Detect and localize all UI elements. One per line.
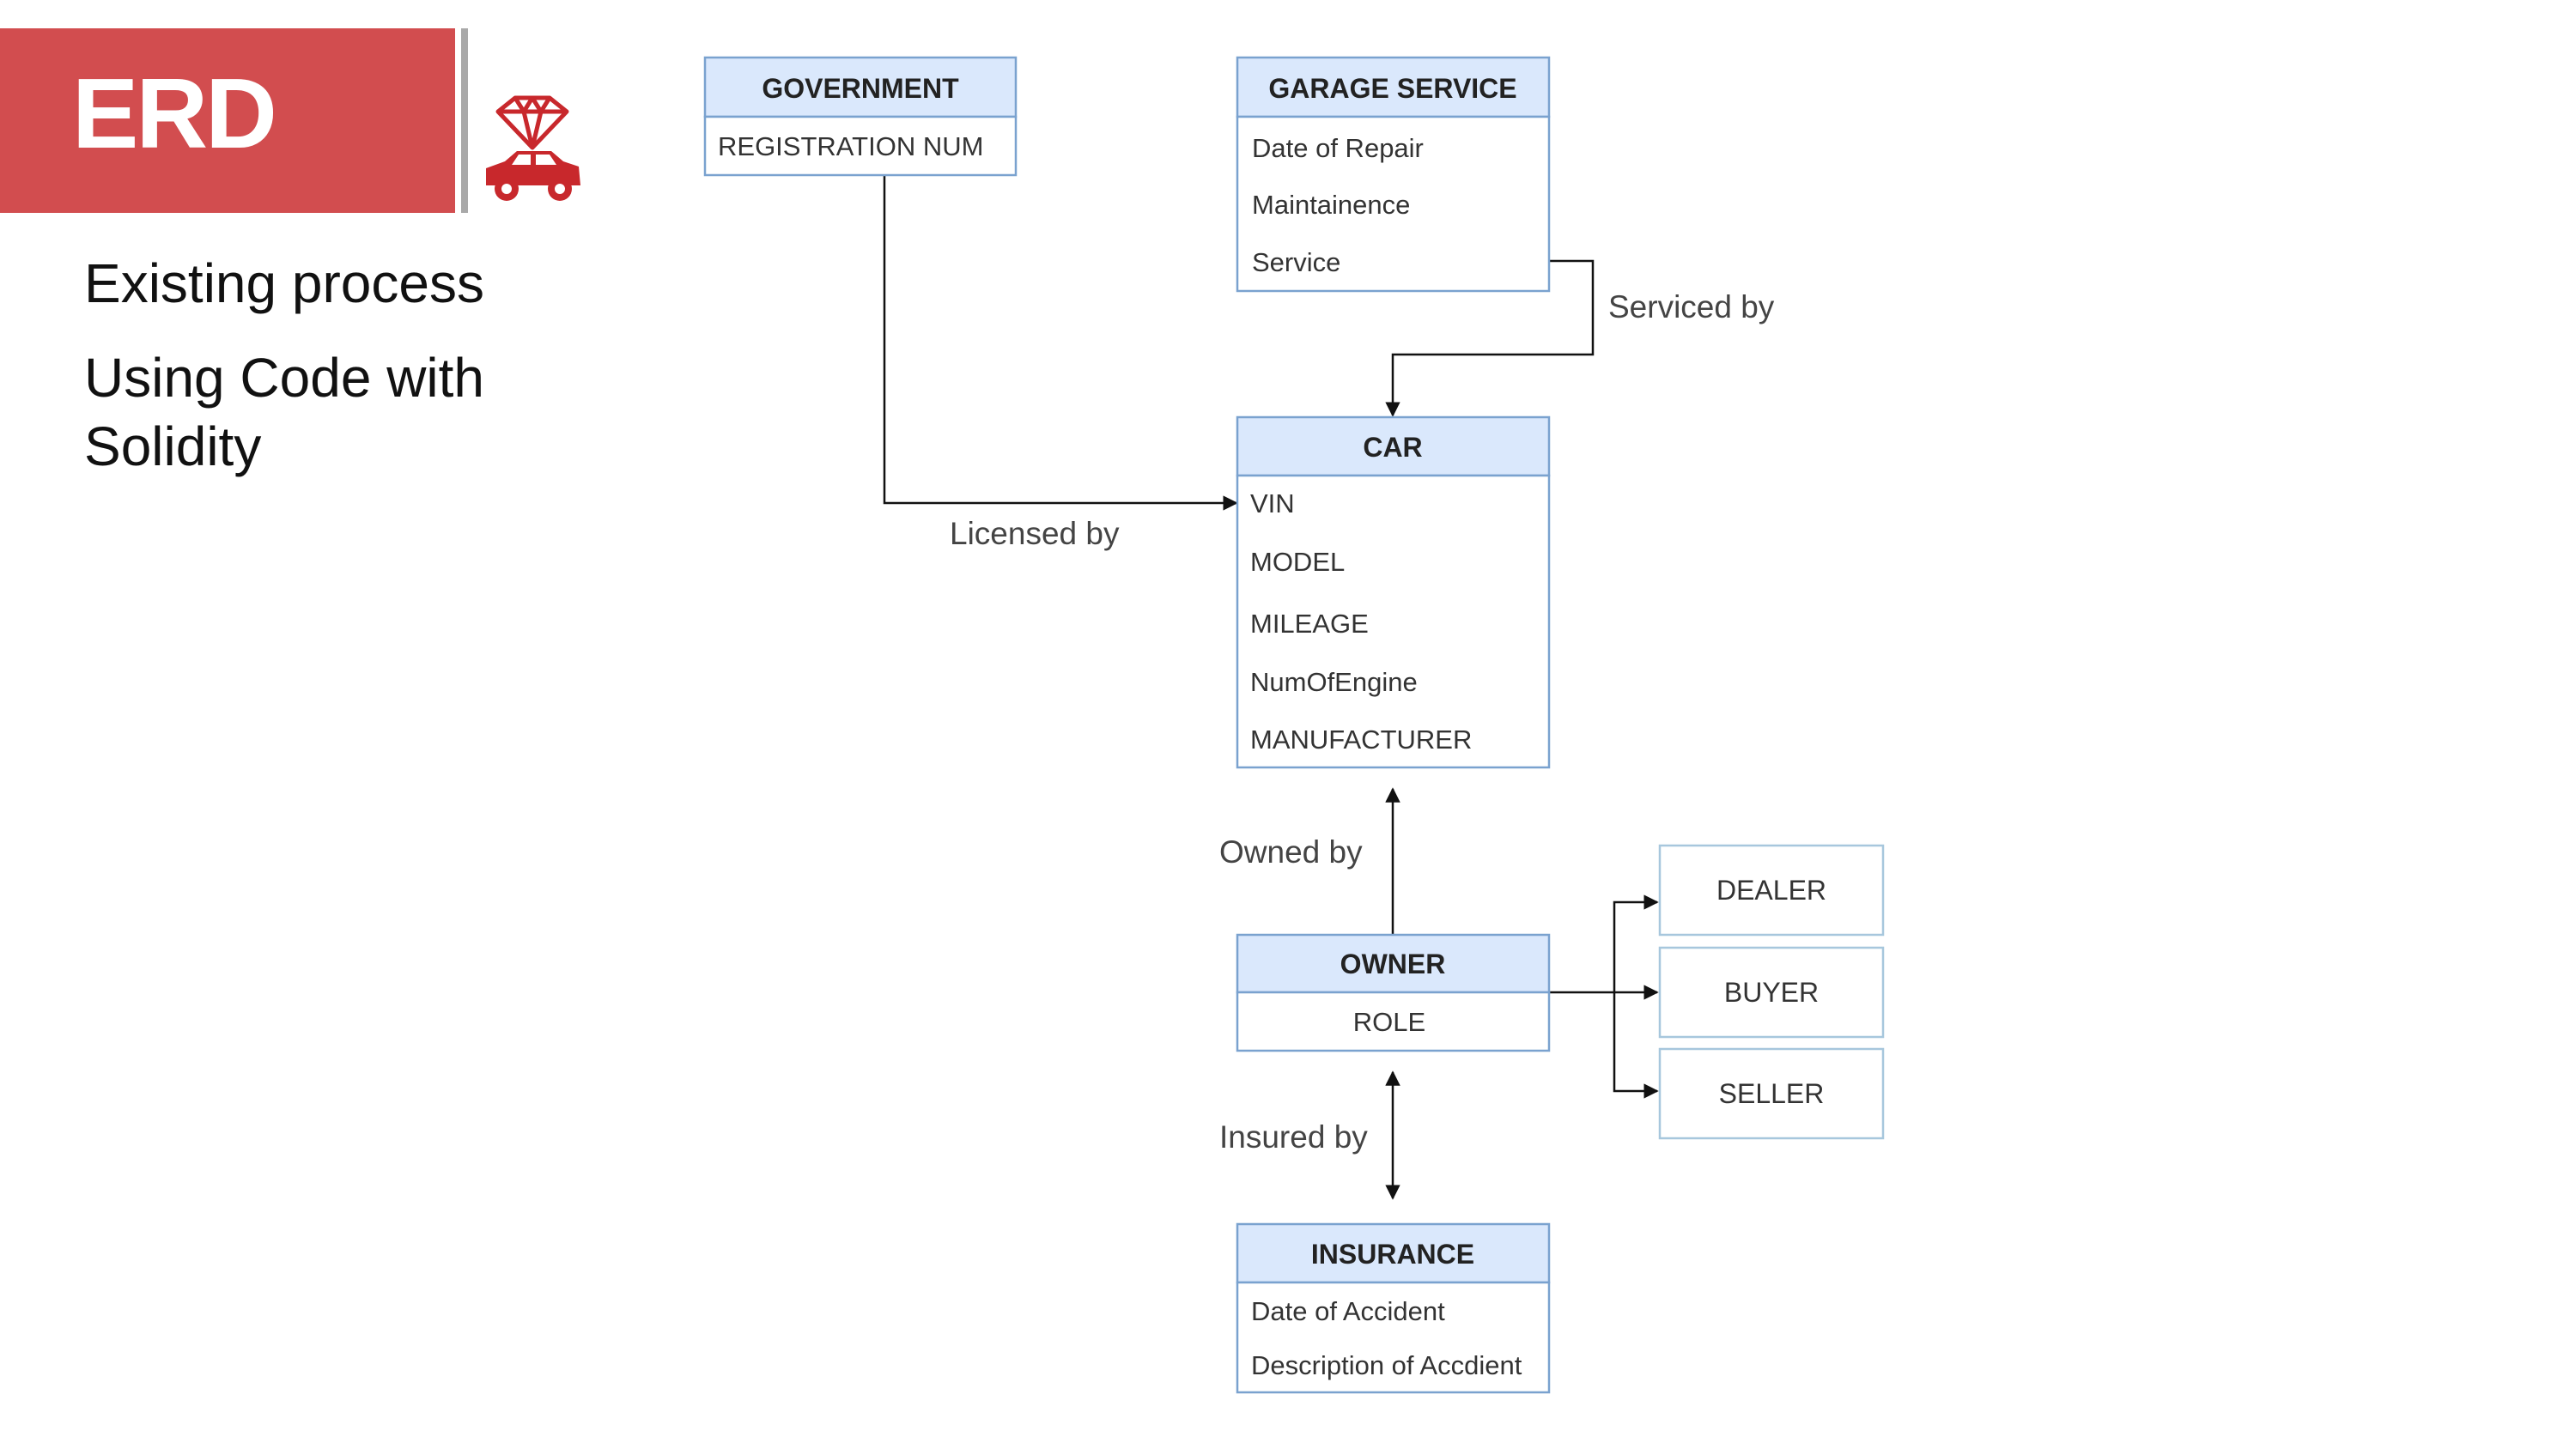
role-label: DEALER bbox=[1716, 875, 1826, 906]
licensed-by-label: Licensed by bbox=[950, 516, 1120, 551]
serviced-by-label: Serviced by bbox=[1608, 289, 1775, 324]
serviced-by-connector bbox=[1385, 259, 1595, 417]
entity-title: CAR bbox=[1363, 432, 1422, 463]
entity-attribute: NumOfEngine bbox=[1250, 667, 1418, 697]
entity-attribute: VIN bbox=[1250, 488, 1295, 518]
entity-attribute: ROLE bbox=[1353, 1007, 1425, 1037]
role-seller-box: SELLER bbox=[1658, 1047, 1885, 1140]
role-buyer-box: BUYER bbox=[1658, 946, 1885, 1039]
slide-title: ERD bbox=[72, 58, 277, 169]
entity-attribute: MILEAGE bbox=[1250, 609, 1369, 639]
role-dealer-box: DEALER bbox=[1658, 844, 1885, 937]
role-connector-dealer bbox=[1613, 894, 1659, 992]
owner-entity: OWNER ROLE bbox=[1236, 933, 1551, 1052]
owned-by-label: Owned by bbox=[1219, 834, 1363, 870]
government-entity: GOVERNMENT REGISTRATION NUM bbox=[703, 56, 1018, 177]
entity-attribute: Maintainence bbox=[1252, 190, 1410, 220]
role-connector-seller bbox=[1613, 992, 1659, 1099]
licensed-by-connector bbox=[883, 175, 1238, 511]
side-text-line: Using Code with bbox=[84, 347, 484, 409]
entity-attribute: MANUFACTURER bbox=[1250, 724, 1472, 755]
car-entity: CAR VIN MODEL MILEAGE NumOfEngine MANUFA… bbox=[1236, 415, 1551, 769]
insurance-entity: INSURANCE Date of Accident Description o… bbox=[1236, 1222, 1551, 1394]
side-text-line: Existing process bbox=[84, 252, 484, 314]
entity-attribute: Service bbox=[1252, 247, 1340, 277]
entity-title: INSURANCE bbox=[1311, 1239, 1474, 1270]
garage-service-entity: GARAGE SERVICE Date of Repair Maintainen… bbox=[1236, 56, 1551, 293]
insured-by-label: Insured by bbox=[1219, 1119, 1368, 1155]
title-banner bbox=[0, 28, 455, 213]
entity-attribute: MODEL bbox=[1250, 547, 1345, 577]
title-divider bbox=[461, 28, 468, 213]
entity-title: OWNER bbox=[1340, 949, 1446, 979]
entity-attribute: Date of Repair bbox=[1252, 133, 1424, 163]
entity-attribute: REGISTRATION NUM bbox=[718, 131, 983, 161]
entity-attribute: Date of Accident bbox=[1251, 1296, 1445, 1326]
side-text-line: Solidity bbox=[84, 415, 262, 477]
entity-title: GOVERNMENT bbox=[762, 73, 959, 104]
diamond-car-icon bbox=[486, 95, 580, 201]
role-label: BUYER bbox=[1724, 977, 1819, 1008]
entity-title: GARAGE SERVICE bbox=[1268, 73, 1516, 104]
role-label: SELLER bbox=[1719, 1078, 1825, 1109]
entity-attribute: Description of Accdient bbox=[1251, 1350, 1522, 1380]
